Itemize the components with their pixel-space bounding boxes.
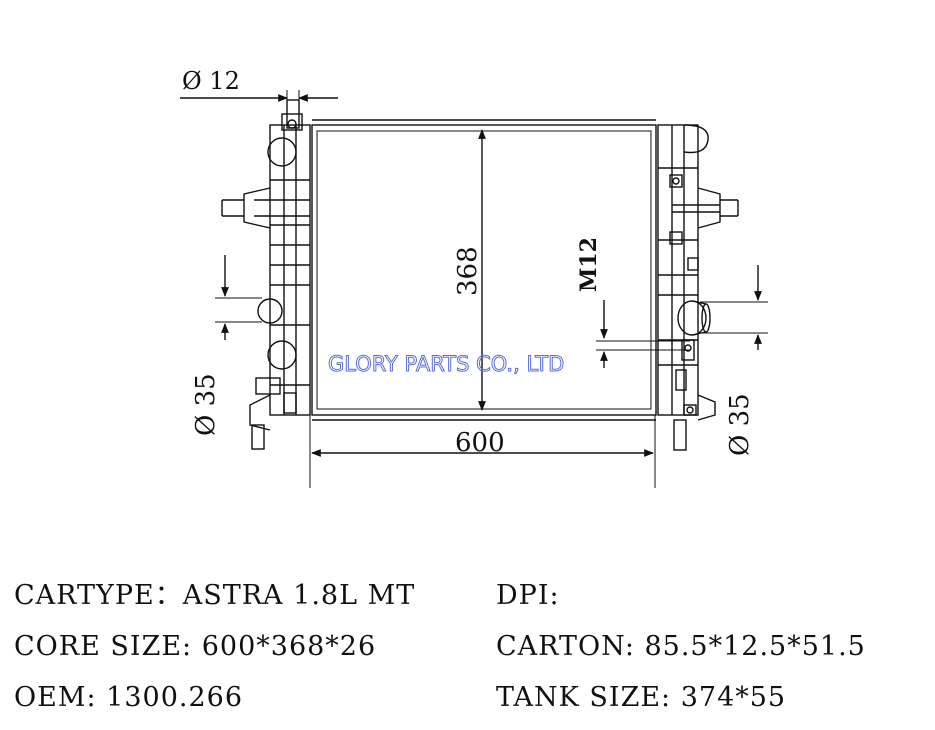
dpi-spec: DPI: xyxy=(496,580,560,611)
radiator-core xyxy=(311,124,657,416)
radiator-technical-drawing: Ø 12 368 600 M12 Ø 35 Ø 35 GLORY PARTS C… xyxy=(180,67,768,488)
pipe-diameter-label: Ø 12 xyxy=(182,67,240,95)
right-pipe-diameter-label: Ø 35 xyxy=(725,393,755,456)
carton-spec: CARTON: 85.5*12.5*51.5 xyxy=(496,631,866,662)
left-pipe-diameter-label: Ø 35 xyxy=(191,373,221,436)
cartype-spec: CARTYPE：ASTRA 1.8L MT xyxy=(14,580,416,611)
tank-size-spec: TANK SIZE: 374*55 xyxy=(496,682,787,713)
height-dimension-label: 368 xyxy=(453,246,483,296)
width-dimension-label: 600 xyxy=(455,428,505,458)
core-size-spec: CORE SIZE: 600*368*26 xyxy=(14,631,377,662)
company-watermark: GLORY PARTS CO., LTD xyxy=(328,352,564,376)
thread-label: M12 xyxy=(576,237,602,292)
left-tank xyxy=(221,99,311,450)
right-tank xyxy=(657,124,739,451)
oem-spec: OEM: 1300.266 xyxy=(14,682,243,713)
